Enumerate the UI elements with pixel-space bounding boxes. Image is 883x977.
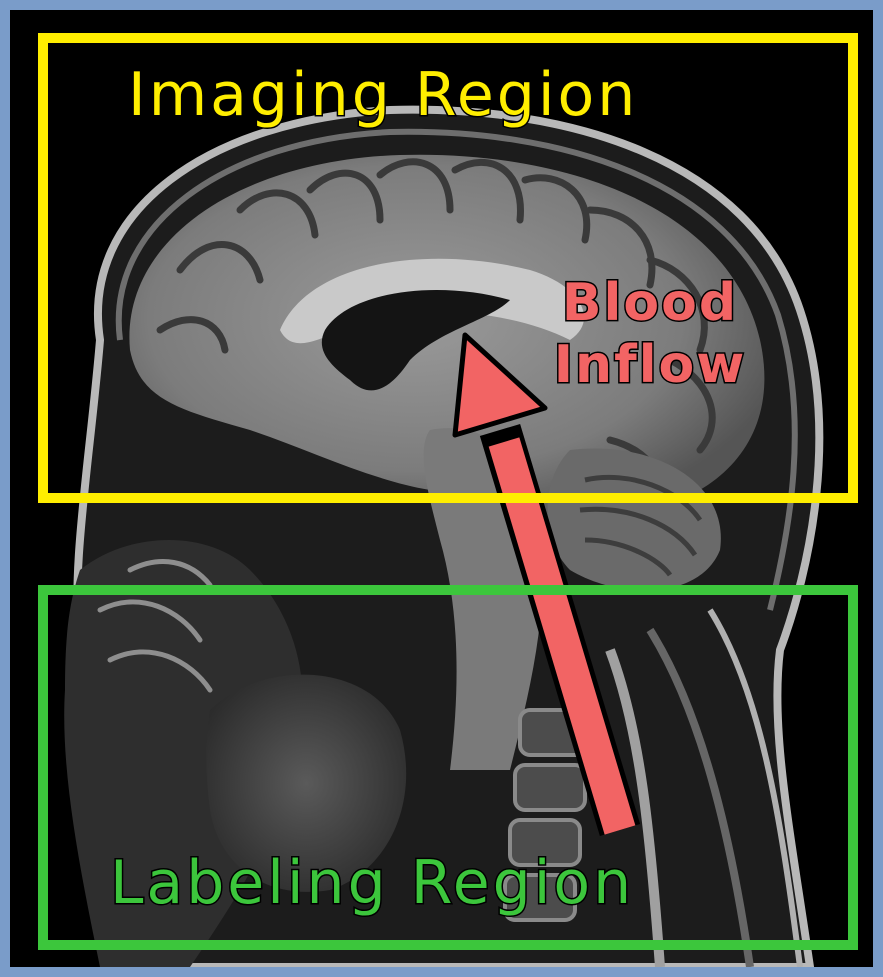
blood-inflow-line1: Blood: [520, 272, 780, 334]
labeling-region-label: Labeling Region: [110, 848, 634, 918]
imaging-region-label: Imaging Region: [128, 60, 638, 130]
blood-inflow-label: Blood Inflow: [520, 272, 780, 396]
blood-inflow-line2: Inflow: [520, 334, 780, 396]
